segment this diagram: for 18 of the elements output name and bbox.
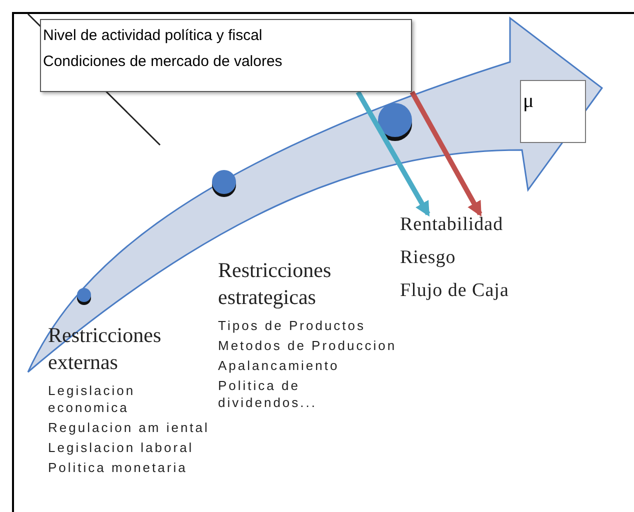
list-item: Legislacion laboral <box>48 439 195 456</box>
list-item: Politica monetaria <box>48 459 188 476</box>
list-item: Tipos de Productos <box>218 317 367 334</box>
list-item: Legislacion economica <box>48 382 136 416</box>
list-item: Politica de dividendos... <box>218 377 318 411</box>
outcome-text: Riesgo <box>400 247 457 269</box>
text-box <box>40 19 412 92</box>
heading-text: Restricciones estrategicas <box>218 257 332 311</box>
list-item: Regulacion am iental <box>48 419 210 436</box>
list-item: Metodos de Produccion <box>218 337 398 354</box>
text-line: Condiciones de mercado de valores <box>43 52 284 72</box>
outcome-text: Flujo de Caja <box>400 280 510 302</box>
arrow <box>356 90 430 217</box>
mu-symbol: μ <box>523 90 534 112</box>
list-item: Apalancamiento <box>218 357 340 374</box>
symbol-box <box>520 80 586 143</box>
text-line: Nivel de actividad política y fiscal <box>43 26 264 46</box>
outcome-text: Rentabilidad <box>400 214 504 236</box>
